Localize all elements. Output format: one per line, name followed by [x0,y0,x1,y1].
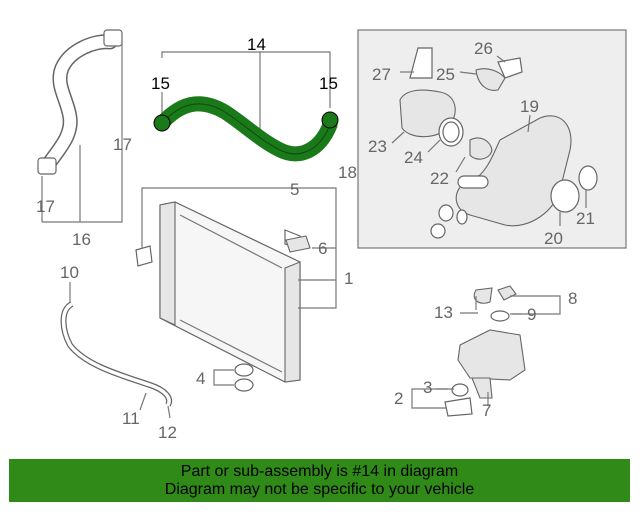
callout-13: 13 [434,303,453,322]
hose-14-highlighted [153,51,339,162]
callout-14: 14 [247,35,266,54]
callout-11: 11 [122,409,140,428]
hose-clamp-15-right [321,111,339,129]
callout-5: 5 [290,180,299,199]
thermostat-housing-parts [399,47,598,239]
callout-9: 9 [527,305,536,324]
callout-1: 1 [344,269,353,288]
callout-10: 10 [60,263,79,282]
callout-17-right: 17 [113,135,132,154]
callout-18: 18 [338,163,357,182]
hose-clamp-bottom [37,157,57,175]
parts-diagram: 17 17 16 14 15 15 18 27 26 [36,29,627,442]
coolant-reservoir [444,285,526,417]
cap-4-top [234,363,254,377]
callout-17-left: 17 [36,197,55,216]
callout-27: 27 [372,65,391,84]
callout-19: 19 [520,97,539,116]
callout-21: 21 [576,209,595,228]
callout-26: 26 [474,39,493,58]
callout-25: 25 [436,65,455,84]
callout-23: 23 [368,137,387,156]
cap-4-bottom [234,378,254,392]
hose-clamp-top [103,29,123,47]
lower-hose-pipe [60,301,172,407]
callout-7: 7 [482,401,491,420]
callout-22: 22 [430,169,449,188]
notice-line-2: Diagram may not be specific to your vehi… [164,480,475,498]
callout-2: 2 [394,389,403,408]
notice-line-1: Part or sub-assembly is #14 in diagram [180,462,459,480]
callout-4: 4 [196,369,205,388]
hose-clamp-15-left [153,114,171,132]
callout-3: 3 [423,378,432,397]
callout-15-right: 15 [319,74,338,93]
diagram-notice-banner: Part or sub-assembly is #14 in diagram D… [9,459,630,502]
callout-24: 24 [404,148,423,167]
callout-6: 6 [318,239,327,258]
callout-15-left: 15 [151,74,170,93]
callout-12: 12 [158,423,177,442]
radiator [135,201,311,383]
callout-20: 20 [544,229,563,248]
upper-hose-left [37,29,123,175]
callout-16: 16 [72,230,91,249]
callout-8: 8 [568,289,577,308]
